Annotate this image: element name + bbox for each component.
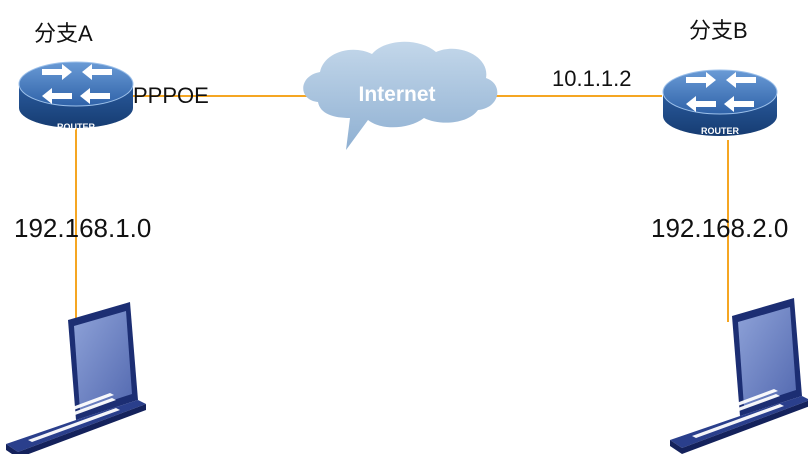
branch-b-wan-ip: 10.1.1.2 [552,66,632,91]
internet-label: Internet [358,83,435,106]
router-label-branch-a: ROUTER [57,122,96,132]
router-label-branch-b: ROUTER [701,126,740,136]
branch-b-lan-subnet: 192.168.2.0 [651,213,788,243]
router-icon [18,61,134,129]
network-links [75,95,729,322]
branch-a-lan-subnet: 192.168.1.0 [14,213,151,243]
branch-a-title: 分支A [34,21,93,46]
laptop-icon [6,302,146,454]
laptop-icon [670,298,808,454]
router-branch-a: ROUTER [18,61,134,132]
branch-b-title: 分支B [689,18,748,43]
internet-cloud: Internet [303,41,498,151]
pppoe-label: PPPOE [133,83,209,108]
cloud-icon [303,41,498,151]
router-branch-b: ROUTER [662,69,778,137]
